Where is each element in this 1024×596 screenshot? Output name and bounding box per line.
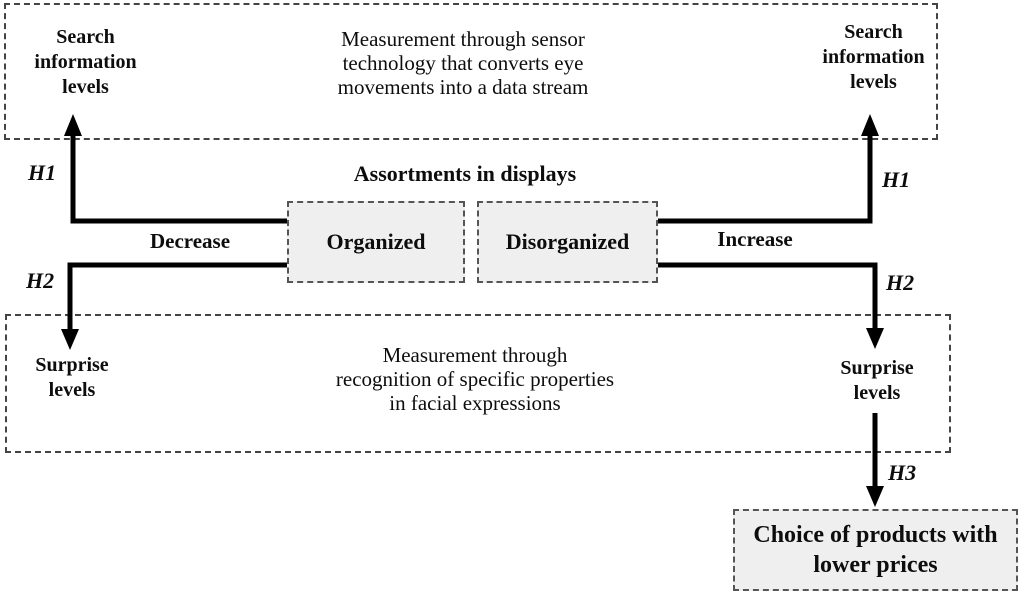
facial-expression-description: Measurement through recognition of speci… (335, 343, 615, 415)
organized-label: Organized (326, 229, 426, 254)
h2-right-arrowhead (866, 328, 884, 349)
h1-left-label: H1 (28, 160, 57, 185)
h2-left-connector (67, 262, 300, 333)
h2-right-connector (645, 262, 878, 331)
h3-arrowhead (866, 486, 884, 507)
organized-box: Organized (287, 201, 465, 283)
h2-left-arrowhead (61, 329, 79, 350)
increase-label: Increase (717, 227, 793, 251)
surprise-levels-right-label: Surprise levels (840, 357, 914, 404)
eye-tracking-description: Measurement through sensor technology th… (337, 27, 589, 99)
surprise-levels-left-label: Surprise levels (35, 354, 109, 401)
h1-right-arrowhead (861, 114, 879, 136)
choice-lower-prices-box: Choice of products with lower prices (733, 509, 1018, 591)
assortments-title: Assortments in displays (353, 161, 577, 186)
h1-left-connector (70, 132, 300, 224)
disorganized-box: Disorganized (477, 201, 658, 283)
h2-left-label: H2 (26, 268, 55, 293)
h1-right-label: H1 (882, 167, 911, 192)
facial-expression-panel: Surprise levels Measurement through reco… (5, 314, 951, 453)
decrease-label: Decrease (149, 229, 231, 253)
h2-right-label: H2 (886, 270, 915, 295)
search-levels-right-label: Search information levels (822, 21, 925, 93)
h1-right-connector (645, 132, 873, 224)
choice-lower-prices-label: Choice of products with lower prices (753, 522, 998, 578)
search-levels-left-label: Search information levels (34, 26, 137, 98)
h3-label: H3 (888, 460, 917, 485)
eye-tracking-panel: Search information levels Measurement th… (4, 3, 938, 140)
disorganized-label: Disorganized (505, 229, 630, 254)
h1-left-arrowhead (64, 114, 82, 136)
